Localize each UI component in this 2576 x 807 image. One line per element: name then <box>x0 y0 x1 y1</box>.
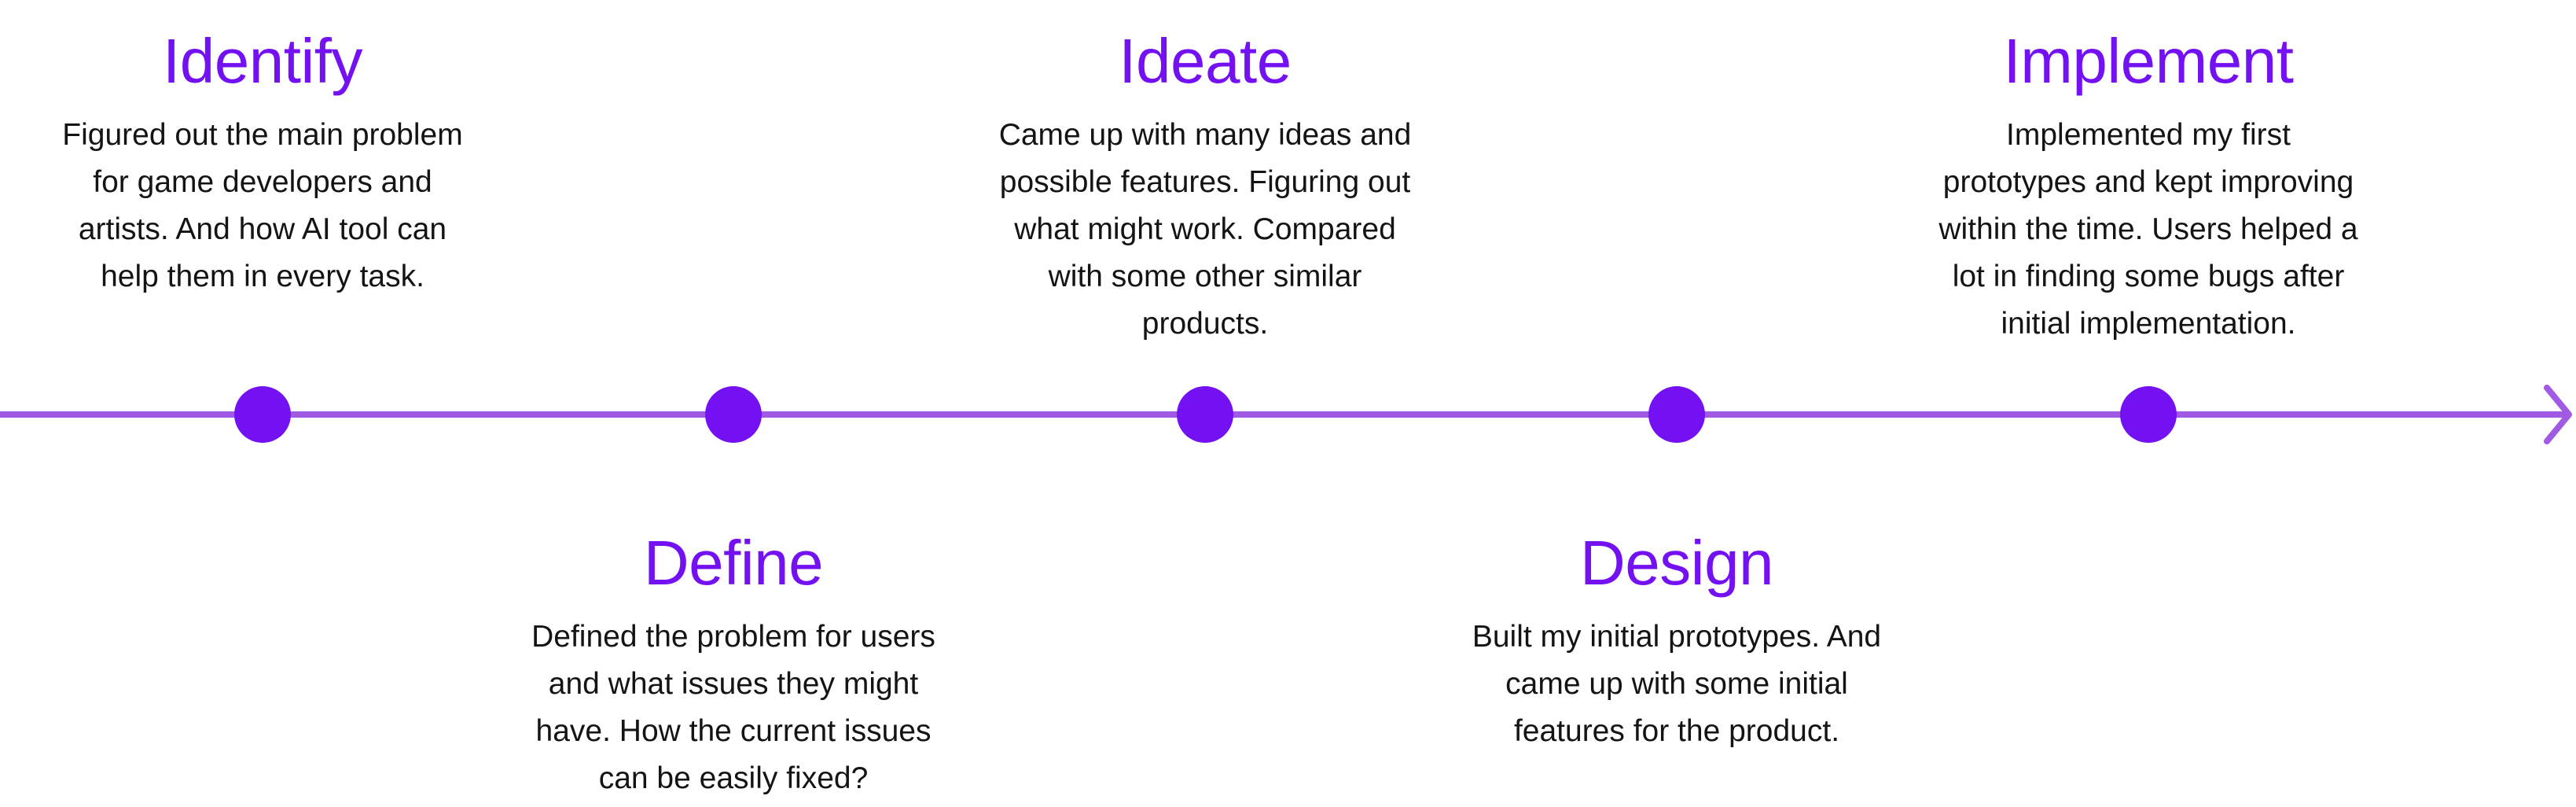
description-line: with some other similar <box>1048 260 1362 293</box>
timeline-dot-implement <box>2120 386 2177 443</box>
description-line: features for the product. <box>1513 714 1840 748</box>
description-line: artists. And how AI tool can <box>78 212 447 246</box>
description-line: Defined the problem for users <box>531 620 935 654</box>
description-line: possible features. Figuring out <box>999 165 1411 199</box>
timeline-arrowhead <box>2544 385 2572 444</box>
description-line: for game developers and <box>93 165 432 199</box>
timeline-dot-ideate <box>1177 386 1233 443</box>
timeline-dot-design <box>1648 386 1705 443</box>
stage-description: Built my initial prototypes. And came up… <box>1441 614 1913 755</box>
description-line: what might work. Compared <box>1014 212 1396 246</box>
stage-description: Implemented my first prototypes and kept… <box>1913 112 2384 348</box>
description-line: Figured out the main problem <box>62 118 463 152</box>
description-line: can be easily fixed? <box>598 761 869 795</box>
stage-implement: Implement Implemented my first prototype… <box>1913 24 2384 348</box>
stage-identify: Identify Figured out the main problem fo… <box>27 24 498 300</box>
stage-ideate: Ideate Came up with many ideas and possi… <box>969 24 1441 348</box>
description-line: within the time. Users helped a <box>1938 212 2358 246</box>
stage-title: Define <box>643 528 824 598</box>
description-line: help them in every task. <box>101 260 424 293</box>
stage-title: Design <box>1579 528 1774 598</box>
stage-define: Define Defined the problem for users and… <box>498 525 969 802</box>
stage-description: Figured out the main problem for game de… <box>27 112 498 300</box>
stage-title: Identify <box>163 26 362 96</box>
description-line: initial implementation. <box>2001 307 2296 341</box>
description-line: products. <box>1141 307 1269 341</box>
timeline-dot-identify <box>234 386 291 443</box>
description-line: Implemented my first <box>2006 118 2291 152</box>
stage-description: Defined the problem for users and what i… <box>498 614 969 802</box>
stage-title: Implement <box>2003 26 2294 96</box>
description-line: lot in finding some bugs after <box>1952 260 2345 293</box>
description-line: Came up with many ideas and <box>998 118 1412 152</box>
description-line: and what issues they might <box>548 667 919 701</box>
description-line: Built my initial prototypes. And <box>1472 620 1882 654</box>
stage-description: Came up with many ideas and possible fea… <box>969 112 1441 348</box>
description-line: prototypes and kept improving <box>1942 165 2354 199</box>
stage-title: Ideate <box>1119 26 1292 96</box>
timeline-dot-define <box>705 386 762 443</box>
stage-design: Design Built my initial prototypes. And … <box>1441 525 1913 755</box>
description-line: came up with some initial <box>1505 667 1848 701</box>
description-line: have. How the current issues <box>535 714 932 748</box>
